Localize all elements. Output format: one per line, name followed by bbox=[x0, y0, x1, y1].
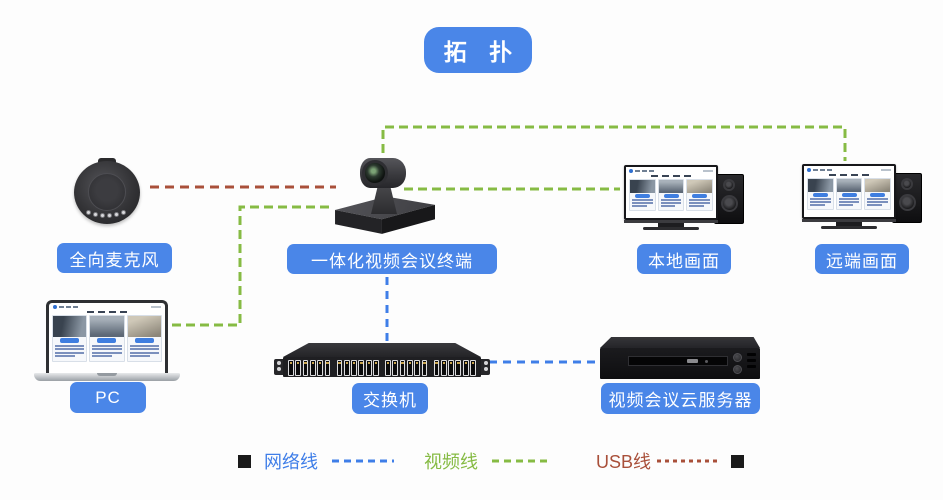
label-terminal: 一体化视频会议终端 bbox=[287, 244, 497, 274]
legend-usb-label: USB线 bbox=[596, 452, 652, 472]
legend-video-label: 视频线 bbox=[424, 452, 478, 472]
laptop-base bbox=[34, 373, 180, 381]
label-remote-screen: 远端画面 bbox=[815, 244, 909, 274]
laptop-screen bbox=[46, 300, 168, 374]
legend-start-square bbox=[238, 454, 251, 468]
server-drive-slot bbox=[628, 356, 728, 366]
label-local-screen: 本地画面 bbox=[637, 244, 731, 274]
mic-body bbox=[74, 161, 140, 224]
server-figure bbox=[600, 337, 760, 381]
switch-ports bbox=[288, 360, 476, 376]
video-wire-pc-to-terminal bbox=[172, 205, 334, 327]
camera-lens-icon bbox=[362, 160, 388, 186]
speaker-icon bbox=[892, 173, 922, 223]
label-pc: PC bbox=[70, 382, 146, 413]
webpage-thumbnail bbox=[626, 167, 716, 218]
rack-ear bbox=[274, 359, 283, 375]
mic-mesh bbox=[88, 173, 126, 211]
speaker-icon bbox=[714, 174, 744, 224]
label-microphone: 全向麦克风 bbox=[57, 243, 172, 273]
legend-network-dash bbox=[332, 459, 394, 463]
server-front bbox=[600, 348, 760, 379]
video-wire-terminal-to-remote-screen bbox=[381, 125, 847, 161]
local-screen-figure bbox=[624, 165, 744, 231]
webpage-thumbnail bbox=[804, 166, 894, 217]
server-button bbox=[733, 353, 742, 362]
legend-usb-dash bbox=[657, 459, 722, 463]
server-top bbox=[600, 337, 760, 348]
label-switch: 交换机 bbox=[352, 383, 428, 414]
mic-buttons bbox=[86, 210, 128, 220]
pc-laptop-figure bbox=[34, 300, 180, 381]
monitor-screen bbox=[624, 165, 718, 220]
legend: 网络线 视频线 USB线 bbox=[238, 449, 745, 473]
server-button bbox=[733, 365, 742, 374]
camera-neck bbox=[371, 186, 397, 214]
switch-front bbox=[283, 357, 481, 377]
legend-network-label: 网络线 bbox=[264, 452, 318, 472]
legend-video-dash bbox=[492, 459, 550, 463]
camera-head bbox=[360, 158, 406, 188]
rack-ear bbox=[481, 359, 490, 375]
webpage-thumbnail bbox=[49, 303, 165, 374]
page-title: 拓 扑 bbox=[424, 27, 532, 73]
server-vents bbox=[747, 353, 756, 371]
label-server: 视频会议云服务器 bbox=[601, 383, 760, 414]
speakerphone-figure bbox=[74, 158, 140, 226]
remote-screen-figure bbox=[802, 164, 922, 230]
video-terminal-figure bbox=[333, 156, 435, 236]
legend-end-square bbox=[731, 454, 745, 468]
monitor-screen bbox=[802, 164, 896, 219]
switch-top bbox=[283, 343, 481, 357]
switch-figure bbox=[274, 343, 490, 379]
